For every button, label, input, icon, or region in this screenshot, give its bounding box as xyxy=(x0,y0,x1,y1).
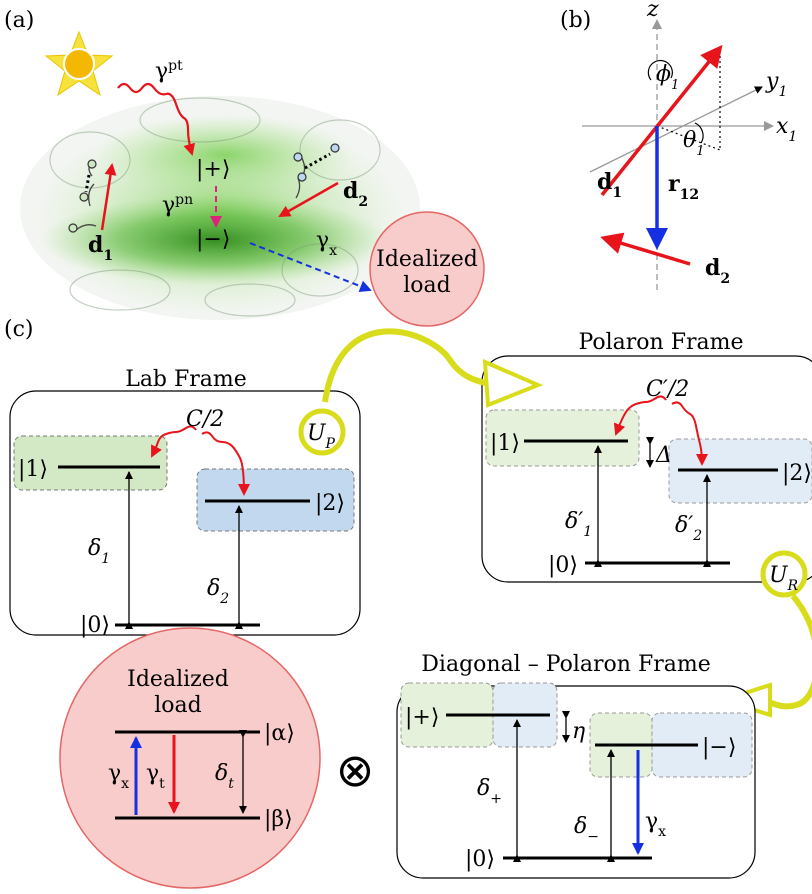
phi1-label: ϕ1 xyxy=(656,62,679,93)
diag-zero-label: |0⟩ xyxy=(465,847,495,872)
polaron-delta2-label: δ′2 xyxy=(675,513,702,544)
UR-label: UR xyxy=(769,563,799,594)
diag-minus-label: |−⟩ xyxy=(702,735,736,760)
load-gamma-x-label: γx xyxy=(108,761,129,792)
load-label-line2: load xyxy=(403,273,450,298)
load-title-line1: Idealized xyxy=(127,667,229,692)
lab-frame-title: Lab Frame xyxy=(125,367,247,392)
y1-axis-label: y1 xyxy=(765,69,787,100)
lab-state2-label: |2⟩ xyxy=(315,491,345,516)
load-gamma-t-label: γt xyxy=(146,761,165,792)
diag-minus-blue-box xyxy=(651,712,753,778)
lab-delta2-label: δ2 xyxy=(207,576,229,607)
load-label-line1: Idealized xyxy=(376,247,478,272)
d1-vector-label: d1 xyxy=(597,169,622,201)
load-delta-t-label: δt xyxy=(215,761,234,792)
lab-delta1-label: δ1 xyxy=(88,536,110,567)
dipole-geometry xyxy=(582,19,774,290)
diag-frame-title: Diagonal – Polaron Frame xyxy=(421,652,710,677)
lab-coupling-wave-left xyxy=(151,425,197,458)
polaron-state0-label: |0⟩ xyxy=(548,553,578,578)
tensor-product-symbol: ⊗ xyxy=(336,743,375,797)
polaron-coupling-wave-left xyxy=(613,395,667,436)
polaron-state2-label: |2⟩ xyxy=(782,461,812,486)
lab-coupling-wave-right xyxy=(201,431,250,496)
panel-b-label: (b) xyxy=(560,8,591,33)
plus-state-label: |+⟩ xyxy=(196,157,230,182)
idealized-load-circle-c xyxy=(59,627,321,889)
d1-label: d1 xyxy=(88,232,113,264)
load-alpha-label: |α⟩ xyxy=(264,721,295,746)
diag-plus-label: |+⟩ xyxy=(405,705,439,730)
idealized-load-circle-a xyxy=(369,211,485,327)
gamma-x-label: γx xyxy=(316,228,337,259)
load-title-line2: load xyxy=(154,693,201,718)
polaron-coupling-label: C′/2 xyxy=(646,377,689,402)
d2-label: d2 xyxy=(343,178,368,210)
d2-vector-label: d2 xyxy=(705,255,730,287)
lab-coupling-label: C/2 xyxy=(186,407,224,432)
polaron-Delta-label: Δ xyxy=(655,443,672,468)
diag-eta-label: η xyxy=(572,719,585,744)
lab-state1-label: |1⟩ xyxy=(18,457,48,482)
polaron-state1-label: |1⟩ xyxy=(490,431,520,456)
sun-icon xyxy=(44,30,114,97)
gamma-pt-wavy-arrow xyxy=(117,82,196,156)
gamma-x-dashed-arrow xyxy=(249,242,372,292)
UP-label: UP xyxy=(307,421,336,452)
r12-label: r12 xyxy=(668,171,699,203)
load-beta-label: |β⟩ xyxy=(264,807,293,832)
polaron-coupling-wave-right xyxy=(671,401,708,466)
pigment-d2 xyxy=(278,143,340,218)
gamma-pt-label: γpt xyxy=(155,58,183,84)
diag-gamma-x-label: γx xyxy=(645,809,666,840)
theta1-label: θ1 xyxy=(683,128,705,159)
polaron-frame-title: Polaron Frame xyxy=(578,330,743,355)
polaron-delta1-label: δ′1 xyxy=(565,509,592,540)
panel-a-label: (a) xyxy=(4,8,34,33)
polaron-transform-arrow xyxy=(298,328,544,456)
gamma-pn-label: γpn xyxy=(162,192,193,218)
z-axis-label: z xyxy=(646,0,659,22)
pigment-d1 xyxy=(68,159,117,233)
diag-delta-plus-label: δ+ xyxy=(477,776,502,807)
diag-delta-minus-label: δ− xyxy=(574,814,599,845)
x1-axis-label: x1 xyxy=(776,114,797,145)
panel-c-label: (c) xyxy=(4,317,34,342)
minus-state-label: |−⟩ xyxy=(196,227,230,252)
lab-state0-label: |0⟩ xyxy=(80,613,110,638)
